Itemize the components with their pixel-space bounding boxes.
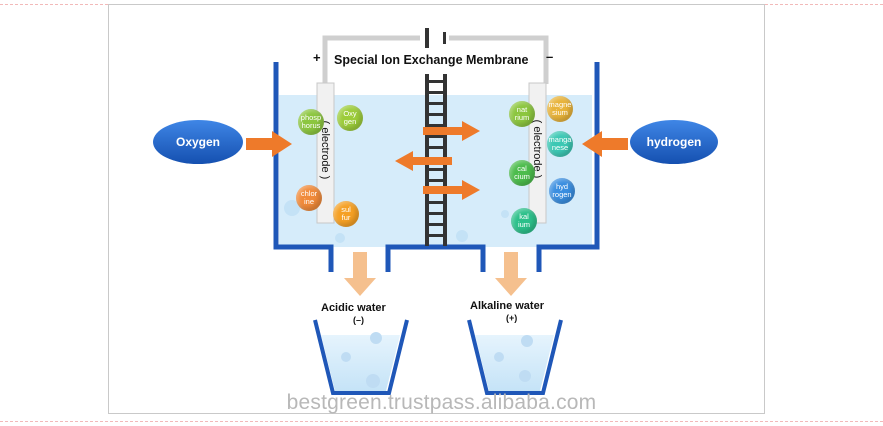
migration-arrow-left bbox=[395, 151, 452, 171]
membrane-rung bbox=[427, 212, 445, 215]
hydrogen-label: hydrogen bbox=[646, 135, 702, 149]
oxygen-ellipse bbox=[153, 120, 243, 164]
membrane-rung bbox=[427, 179, 445, 182]
left-wire bbox=[322, 35, 420, 84]
ion-chlorine: chlor ine bbox=[296, 185, 322, 211]
ion-oxygen: Oxy gen bbox=[337, 105, 363, 131]
acidic-water-sign: (–) bbox=[353, 315, 364, 325]
membrane-rung bbox=[427, 80, 445, 83]
migration-arrow-right-1 bbox=[423, 121, 480, 141]
tank-left-section bbox=[273, 62, 334, 272]
ion-magnesium: magne sium bbox=[547, 96, 573, 122]
battery-short-plate bbox=[443, 32, 446, 44]
membrane-rung bbox=[427, 201, 445, 204]
membrane-rung bbox=[427, 168, 445, 171]
ion-hydrogen: hyd rogen bbox=[549, 178, 575, 204]
right-wire bbox=[449, 35, 549, 84]
ion-calcium: cal cium bbox=[509, 160, 535, 186]
ion-phosphorus: phosp horus bbox=[298, 109, 324, 135]
hydrogen-input-arrow bbox=[582, 131, 628, 157]
ion-sulfur: sul fur bbox=[333, 201, 359, 227]
oxygen-input-arrow bbox=[246, 131, 292, 157]
bottom-border-line bbox=[0, 421, 883, 422]
migration-arrow-right-2 bbox=[423, 180, 480, 200]
acidic-water-cup bbox=[313, 319, 409, 395]
ion-natrium: nat rium bbox=[509, 101, 535, 127]
tank-right-section bbox=[536, 62, 600, 272]
tank-middle-section bbox=[385, 244, 486, 272]
hydrogen-ellipse bbox=[630, 120, 718, 164]
membrane-rung bbox=[427, 113, 445, 116]
alkaline-water-cup bbox=[467, 319, 563, 395]
membrane-rung bbox=[427, 91, 445, 94]
positive-terminal-sign: + bbox=[313, 50, 321, 65]
alkaline-output-arrow bbox=[495, 252, 527, 296]
membrane-rung bbox=[427, 223, 445, 226]
oxygen-label: Oxygen bbox=[175, 135, 220, 149]
membrane-rung bbox=[427, 135, 445, 138]
ion-manganese: manga nese bbox=[547, 131, 573, 157]
membrane-rung bbox=[427, 124, 445, 127]
membrane-rung bbox=[427, 234, 445, 237]
membrane-rung bbox=[427, 102, 445, 105]
acidic-water-label: Acidic water bbox=[321, 302, 386, 314]
watermark: bestgreen.trustpass.alibaba.com bbox=[286, 391, 597, 414]
membrane-rung bbox=[427, 146, 445, 149]
ion-kalium: kal ium bbox=[511, 208, 537, 234]
negative-terminal-sign: – bbox=[546, 49, 554, 64]
membrane-title: Special Ion Exchange Membrane bbox=[334, 53, 529, 67]
alkaline-water-label: Alkaline water bbox=[470, 300, 544, 312]
battery-long-plate bbox=[425, 28, 429, 48]
alkaline-water-sign: (+) bbox=[506, 313, 518, 323]
acid-output-arrow bbox=[344, 252, 376, 296]
